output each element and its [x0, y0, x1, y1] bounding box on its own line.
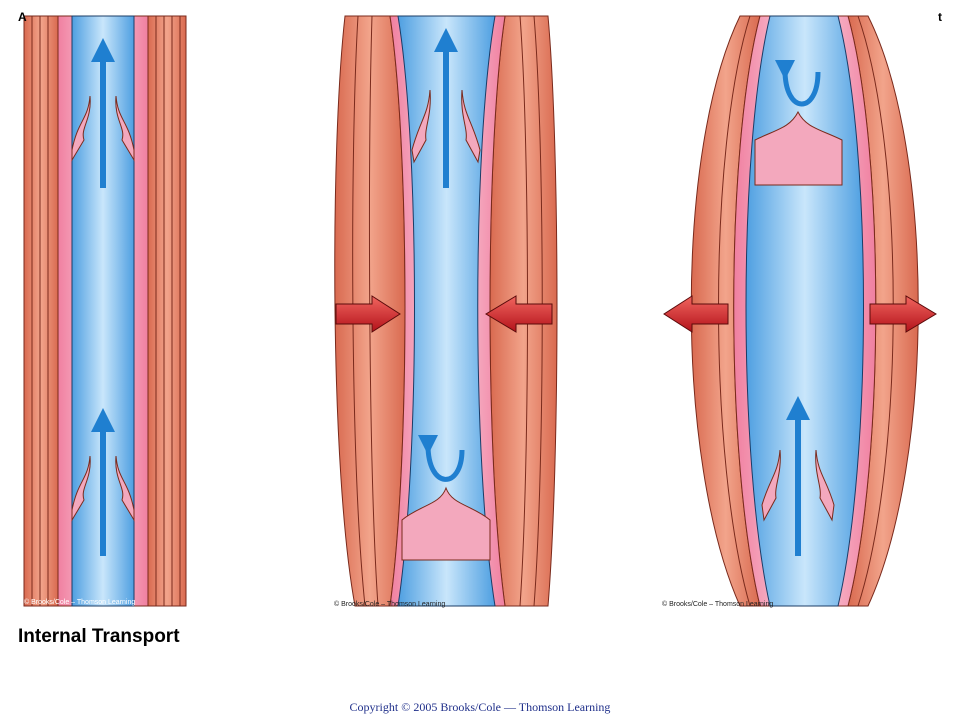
image-credit: © Brooks/Cole – Thomson Learning	[24, 598, 135, 606]
image-credit: © Brooks/Cole – Thomson Learning	[334, 600, 445, 608]
copyright-line: Copyright © 2005 Brooks/Cole — Thomson L…	[349, 700, 611, 714]
pressure-arrow-outward-right	[869, 295, 937, 333]
pressure-arrow-outward-left	[663, 295, 729, 333]
panel-relaxing: © Brooks/Cole – Thomson Learning	[662, 15, 937, 608]
valve-open-lower	[71, 455, 135, 522]
muscle-layer-left	[23, 15, 59, 607]
caption-title: Internal Transport	[18, 626, 180, 647]
valve-closed-lower	[401, 486, 491, 561]
valve-open-upper	[411, 89, 481, 164]
corner-text-right: t	[938, 10, 942, 24]
image-credit: © Brooks/Cole – Thomson Learning	[662, 600, 773, 608]
pressure-arrow-inward-right	[485, 295, 553, 333]
corner-text-left: A	[18, 10, 27, 24]
backflow-arrow	[417, 434, 465, 482]
vein-lumen	[397, 15, 496, 607]
muscle-layer-right	[147, 15, 187, 607]
panel-relaxed: © Brooks/Cole – Thomson Learning	[23, 15, 187, 607]
pressure-arrow-inward-left	[335, 295, 401, 333]
valve-open-upper	[71, 95, 135, 162]
valve-open-lower	[761, 449, 835, 522]
panel-contracted: © Brooks/Cole – Thomson Learning	[334, 15, 558, 608]
valve-closed-upper	[754, 110, 843, 186]
backflow-arrow	[774, 59, 821, 107]
